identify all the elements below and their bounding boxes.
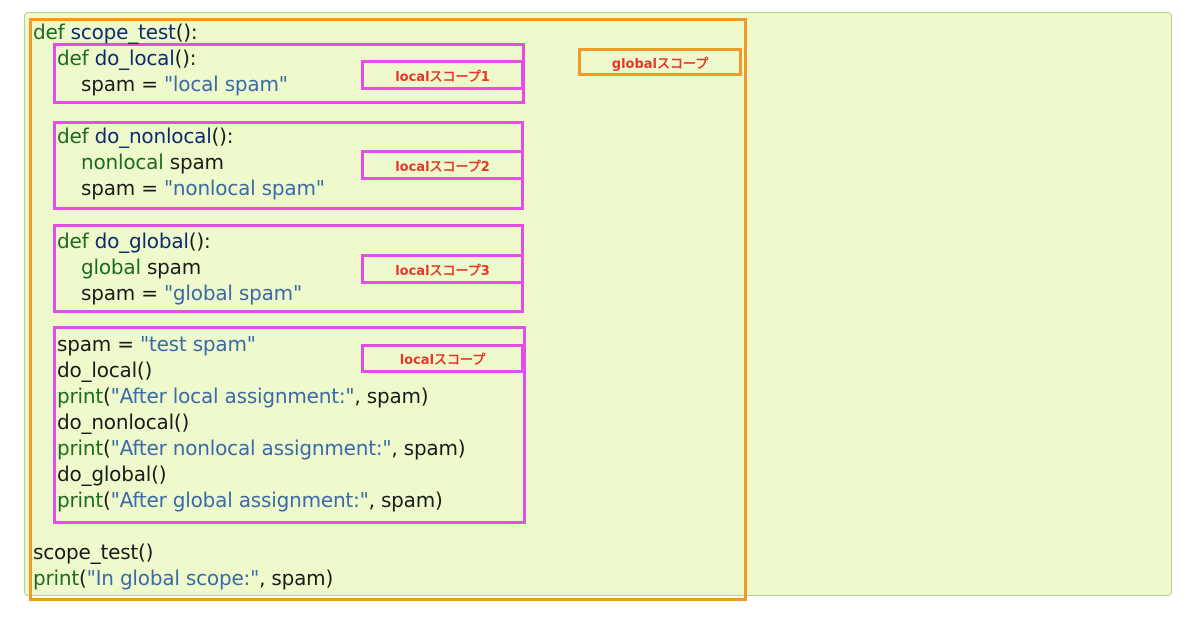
code-token: spam (140, 255, 202, 279)
code-token: "nonlocal spam" (163, 176, 325, 200)
code-token: , spam) (259, 566, 334, 590)
code-token: "In global scope:" (86, 566, 260, 590)
local-scope-box (53, 326, 526, 524)
code-token: global (81, 255, 141, 279)
code-line-print-after-local: print("After local assignment:", spam) (57, 384, 429, 408)
code-token: "After global assignment:" (110, 488, 369, 512)
code-token: spam = (81, 281, 164, 305)
code-line-global-decl: global spam (81, 255, 201, 279)
local-scope-label: localスコープ (361, 344, 524, 373)
code-token: , spam) (354, 384, 429, 408)
code-line-call-do-global: do_global() (57, 462, 167, 486)
code-token: nonlocal (81, 150, 164, 174)
code-token: do_global (94, 229, 189, 253)
code-line-call-do-nonlocal: do_nonlocal() (57, 410, 189, 434)
code-token: scope_test() (33, 540, 154, 564)
code-token: "After local assignment:" (110, 384, 355, 408)
code-token: ( (79, 566, 87, 590)
code-panel (24, 12, 1172, 596)
code-line-call-scope-test: scope_test() (33, 540, 153, 564)
code-token: (): (175, 20, 198, 44)
code-token: (): (174, 46, 197, 70)
code-line-def-do-global: def do_global(): (57, 229, 211, 253)
local-scope-2-label: localスコープ2 (361, 150, 524, 180)
code-token: spam = (81, 176, 164, 200)
code-token: scope_test (70, 20, 176, 44)
code-token: def (57, 124, 89, 148)
code-token: print (57, 436, 103, 460)
code-token: spam (163, 150, 224, 174)
code-line-nonlocal-decl: nonlocal spam (81, 150, 224, 174)
code-token: do_local() (57, 358, 153, 382)
code-token: ( (103, 384, 111, 408)
global-scope-label: globalスコープ (578, 48, 742, 76)
code-line-nonlocal-assign: spam = "nonlocal spam" (81, 176, 325, 200)
code-token: "After nonlocal assignment:" (110, 436, 392, 460)
code-token: , spam) (368, 488, 443, 512)
code-line-print-global-scope: print("In global scope:", spam) (33, 566, 333, 590)
code-line-print-after-global: print("After global assignment:", spam) (57, 488, 443, 512)
code-token: , spam) (391, 436, 466, 460)
code-token: do_nonlocal (94, 124, 212, 148)
code-line-print-after-nonlocal: print("After nonlocal assignment:", spam… (57, 436, 466, 460)
code-token: "global spam" (163, 281, 302, 305)
code-line-def-do-local: def do_local(): (57, 46, 197, 70)
code-token: def (57, 46, 89, 70)
code-line-test-assign: spam = "test spam" (57, 332, 256, 356)
code-token: def (33, 20, 65, 44)
code-token: (): (188, 229, 211, 253)
code-token: spam = (57, 332, 140, 356)
code-line-def-do-nonlocal: def do_nonlocal(): (57, 124, 233, 148)
code-token: print (57, 384, 103, 408)
code-token: print (57, 488, 103, 512)
code-token: def (57, 229, 89, 253)
code-line-local-assign: spam = "local spam" (81, 72, 288, 96)
code-token: (): (211, 124, 234, 148)
global-scope-box (29, 18, 747, 601)
code-token: "local spam" (163, 72, 288, 96)
code-token: do_nonlocal() (57, 410, 190, 434)
code-token: do_global() (57, 462, 167, 486)
code-token: spam = (81, 72, 164, 96)
code-token: print (33, 566, 79, 590)
code-line-def-scope-test: def scope_test(): (33, 20, 198, 44)
code-token: ( (103, 488, 111, 512)
code-line-call-do-local: do_local() (57, 358, 152, 382)
code-token: "test spam" (139, 332, 256, 356)
local-scope-1-label: localスコープ1 (361, 60, 524, 90)
local-scope-3-label: localスコープ3 (361, 254, 524, 284)
code-token: do_local (94, 46, 175, 70)
code-line-global-assign: spam = "global spam" (81, 281, 302, 305)
code-token: ( (103, 436, 111, 460)
